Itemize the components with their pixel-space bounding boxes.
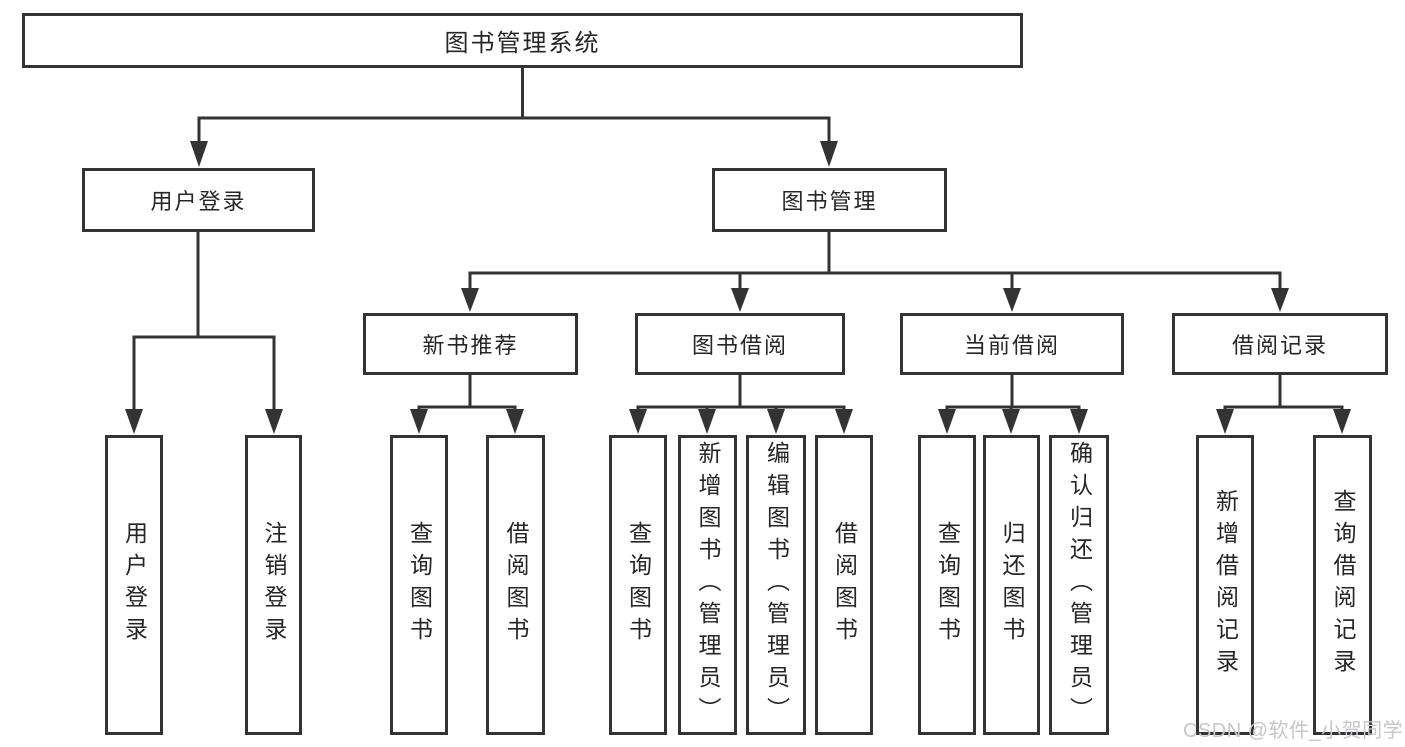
node-book-borrow: 图书借阅 bbox=[635, 313, 845, 375]
node-borrow-record: 借阅记录 bbox=[1172, 313, 1388, 375]
arrowheads bbox=[125, 141, 1351, 434]
leaf-query-book-recommend: 查询图书 bbox=[390, 435, 448, 735]
connector-current-borrow-branch bbox=[945, 375, 1081, 414]
node-new-book-recommend: 新书推荐 bbox=[363, 313, 578, 375]
arrowhead bbox=[1333, 409, 1351, 434]
arrowhead bbox=[835, 409, 853, 434]
leaf-logout: 注销登录 bbox=[245, 435, 302, 735]
arrowhead bbox=[938, 409, 956, 434]
arrowhead bbox=[190, 141, 208, 167]
arrowhead bbox=[767, 409, 785, 434]
connector-book-borrow-branch bbox=[636, 375, 846, 414]
connector-borrow-record-branch bbox=[1223, 375, 1344, 414]
leaf-query-book-borrow: 查询图书 bbox=[609, 435, 667, 735]
connector-book-management-branch bbox=[468, 232, 1282, 293]
leaf-add-book-admin: 新增图书（管理员） bbox=[678, 435, 737, 735]
arrowhead bbox=[1271, 288, 1289, 312]
arrowhead bbox=[1216, 409, 1234, 434]
leaf-query-borrow-record: 查询借阅记录 bbox=[1313, 435, 1372, 735]
arrowhead bbox=[1003, 288, 1021, 312]
node-book-management: 图书管理 bbox=[712, 168, 947, 232]
leaf-query-book-current: 查询图书 bbox=[918, 435, 976, 735]
arrowhead bbox=[265, 409, 283, 434]
arrowhead bbox=[820, 141, 838, 167]
leaf-borrow-book: 借阅图书 bbox=[815, 435, 873, 735]
arrowhead bbox=[1070, 409, 1088, 434]
node-user-login: 用户登录 bbox=[82, 168, 315, 232]
leaf-confirm-return-admin: 确认归还（管理员） bbox=[1049, 435, 1109, 735]
connector-root-branch bbox=[197, 68, 831, 146]
connector-user-login-branch bbox=[132, 232, 276, 414]
arrowhead bbox=[506, 409, 524, 434]
leaf-add-borrow-record: 新增借阅记录 bbox=[1196, 435, 1254, 735]
leaf-borrow-book-recommend: 借阅图书 bbox=[486, 435, 545, 735]
node-current-borrow: 当前借阅 bbox=[900, 313, 1124, 375]
arrowhead bbox=[629, 409, 647, 434]
leaf-return-book: 归还图书 bbox=[983, 435, 1040, 735]
connector-new-book-branch bbox=[417, 375, 517, 414]
arrowhead bbox=[698, 409, 716, 434]
csdn-watermark: CSDN @软件_小贺同学 bbox=[1183, 720, 1404, 742]
leaf-edit-book-admin: 编辑图书（管理员） bbox=[746, 435, 806, 735]
arrowhead bbox=[461, 288, 479, 312]
node-library-management-system: 图书管理系统 bbox=[22, 13, 1023, 68]
arrowhead bbox=[1002, 409, 1020, 434]
arrowhead bbox=[410, 409, 428, 434]
leaf-user-login: 用户登录 bbox=[105, 435, 163, 735]
arrowhead bbox=[731, 288, 749, 312]
arrowhead bbox=[125, 409, 143, 434]
